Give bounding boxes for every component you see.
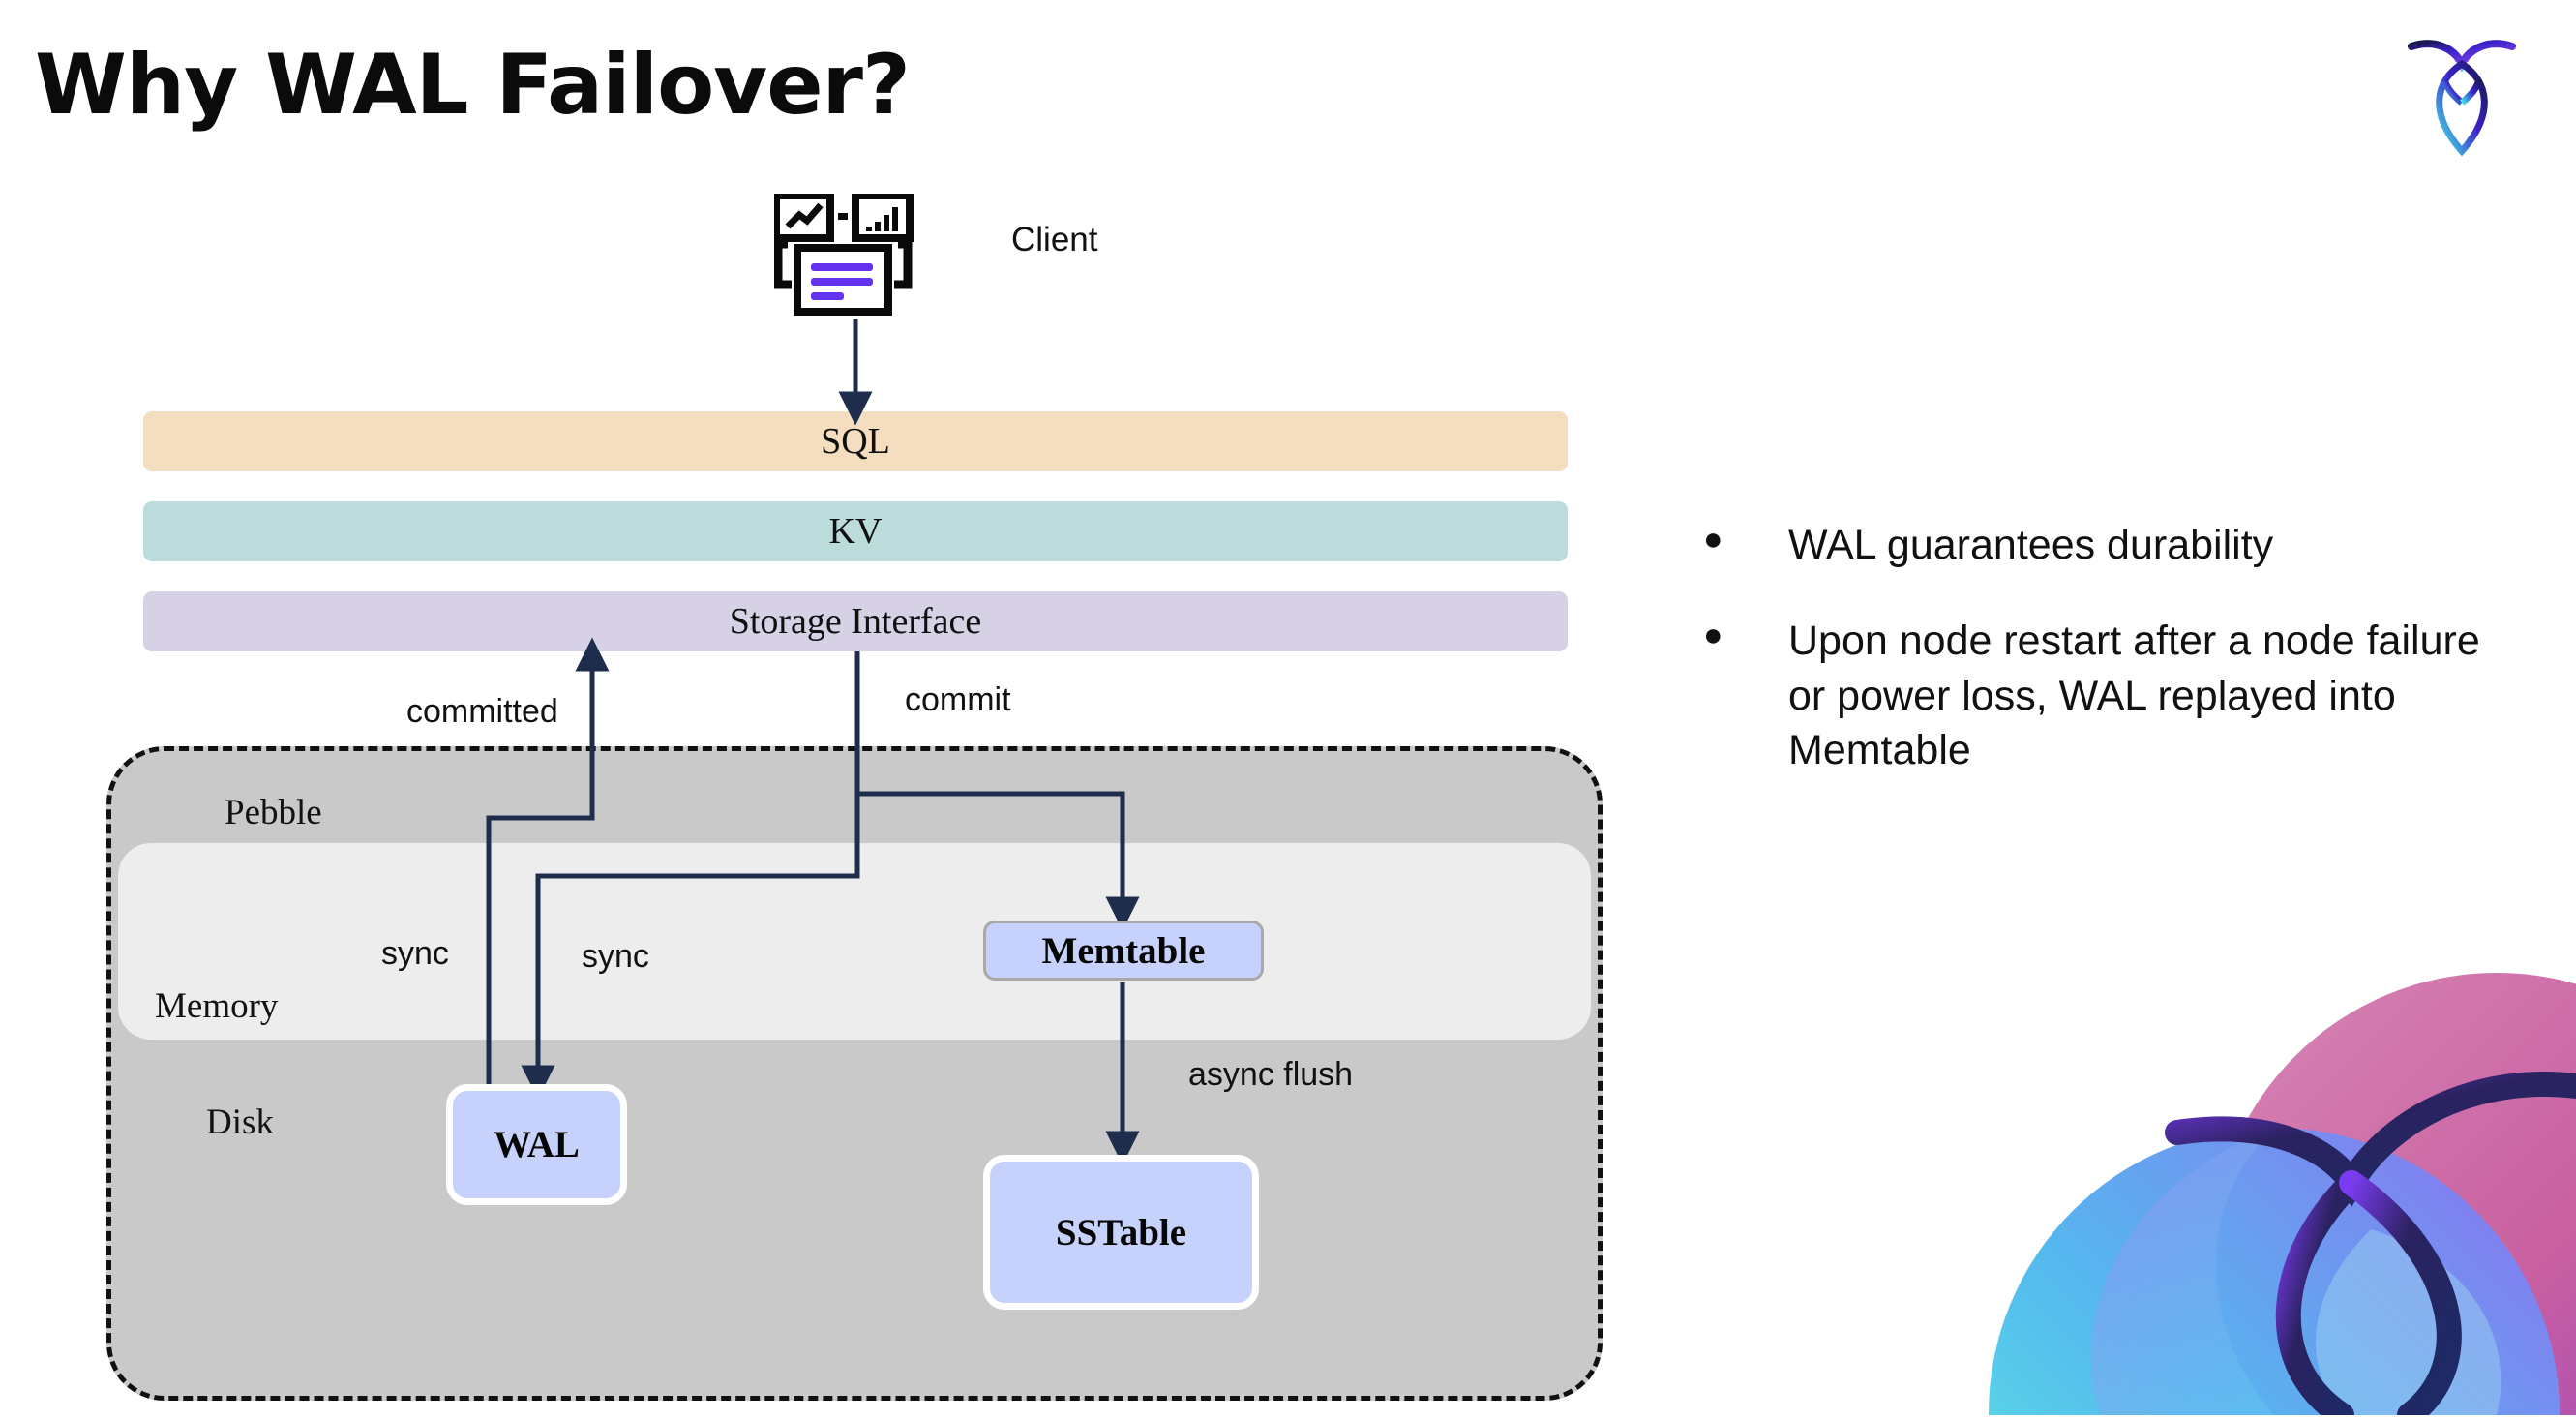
node-memtable: Memtable xyxy=(983,921,1264,981)
layer-bar-kv: KV xyxy=(143,501,1568,561)
node-memtable-label: Memtable xyxy=(1041,929,1206,972)
edge-label-async-flush: async flush xyxy=(1188,1056,1354,1093)
edge-label-committed: committed xyxy=(406,693,558,730)
layer-bar-kv-label: KV xyxy=(828,511,883,552)
bullet-text: Upon node restart after a node failure o… xyxy=(1788,617,2480,774)
client-label: Client xyxy=(1011,221,1098,258)
edge-label-commit: commit xyxy=(905,681,1011,718)
node-sstable: SSTable xyxy=(983,1155,1259,1310)
bullet-marker-icon: ● xyxy=(1703,616,1723,653)
memory-region-label: Memory xyxy=(155,986,279,1026)
layer-bar-sql-label: SQL xyxy=(821,421,890,462)
layer-bar-sql: SQL xyxy=(143,411,1568,471)
bullet-text: WAL guarantees durability xyxy=(1788,522,2274,568)
layer-bar-storage: Storage Interface xyxy=(143,591,1568,651)
edge-label-sync-left: sync xyxy=(381,935,449,972)
client-monitor-icon xyxy=(772,192,929,319)
edge-label-sync-right: sync xyxy=(582,938,649,975)
memory-region xyxy=(118,843,1591,1040)
node-wal: WAL xyxy=(446,1084,627,1205)
list-item: ● WAL guarantees durability xyxy=(1703,518,2516,573)
list-item: ● Upon node restart after a node failure… xyxy=(1703,614,2516,778)
pebble-label: Pebble xyxy=(225,793,322,832)
cockroachdb-logo-icon xyxy=(2402,31,2522,157)
bullet-marker-icon: ● xyxy=(1703,521,1723,558)
layer-bar-storage-label: Storage Interface xyxy=(729,601,982,642)
bullet-list: ● WAL guarantees durability ● Upon node … xyxy=(1703,518,2516,819)
disk-region-label: Disk xyxy=(206,1103,274,1142)
node-sstable-label: SSTable xyxy=(1055,1211,1187,1254)
page-title: Why WAL Failover? xyxy=(35,37,911,134)
node-wal-label: WAL xyxy=(494,1124,580,1165)
cockroach-circles-decoration-icon xyxy=(1955,910,2576,1415)
